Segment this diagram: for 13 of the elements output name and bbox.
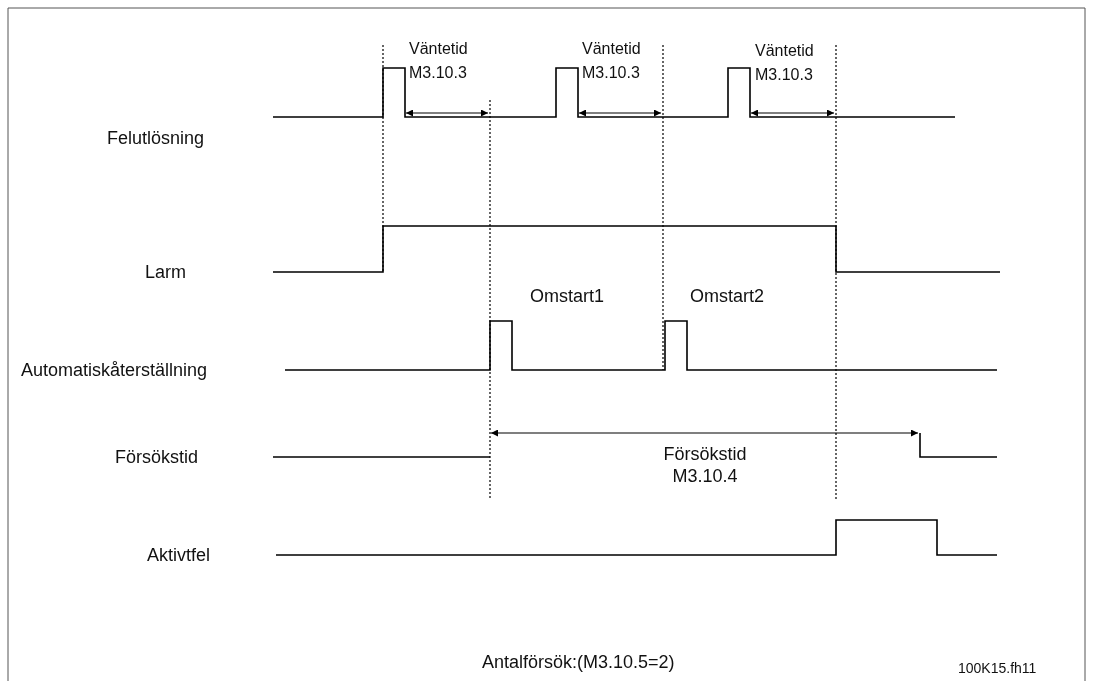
figure-id: 100K15.fh11: [958, 659, 1037, 678]
wait-time-label: Väntetid M3.10.3: [409, 39, 469, 83]
signal-name: Larm: [145, 261, 186, 283]
signal-name: Automatiskåterställning: [21, 359, 208, 381]
signal-name: Aktivtfel: [147, 544, 211, 566]
wait-time-label: Väntetid M3.10.3: [582, 39, 642, 83]
restart-label: Omstart1: [530, 285, 604, 307]
restart-label: Omstart2: [690, 285, 764, 307]
wait-time-label: Väntetid M3.10.3: [755, 41, 815, 85]
signal-name: Felutlösning: [107, 127, 205, 149]
note: Antalförsök:(M3.10.5=2): [482, 651, 675, 673]
signal-name: Försökstid: [115, 446, 199, 468]
attempt-time-label: Försökstid M3.10.4: [662, 443, 748, 487]
